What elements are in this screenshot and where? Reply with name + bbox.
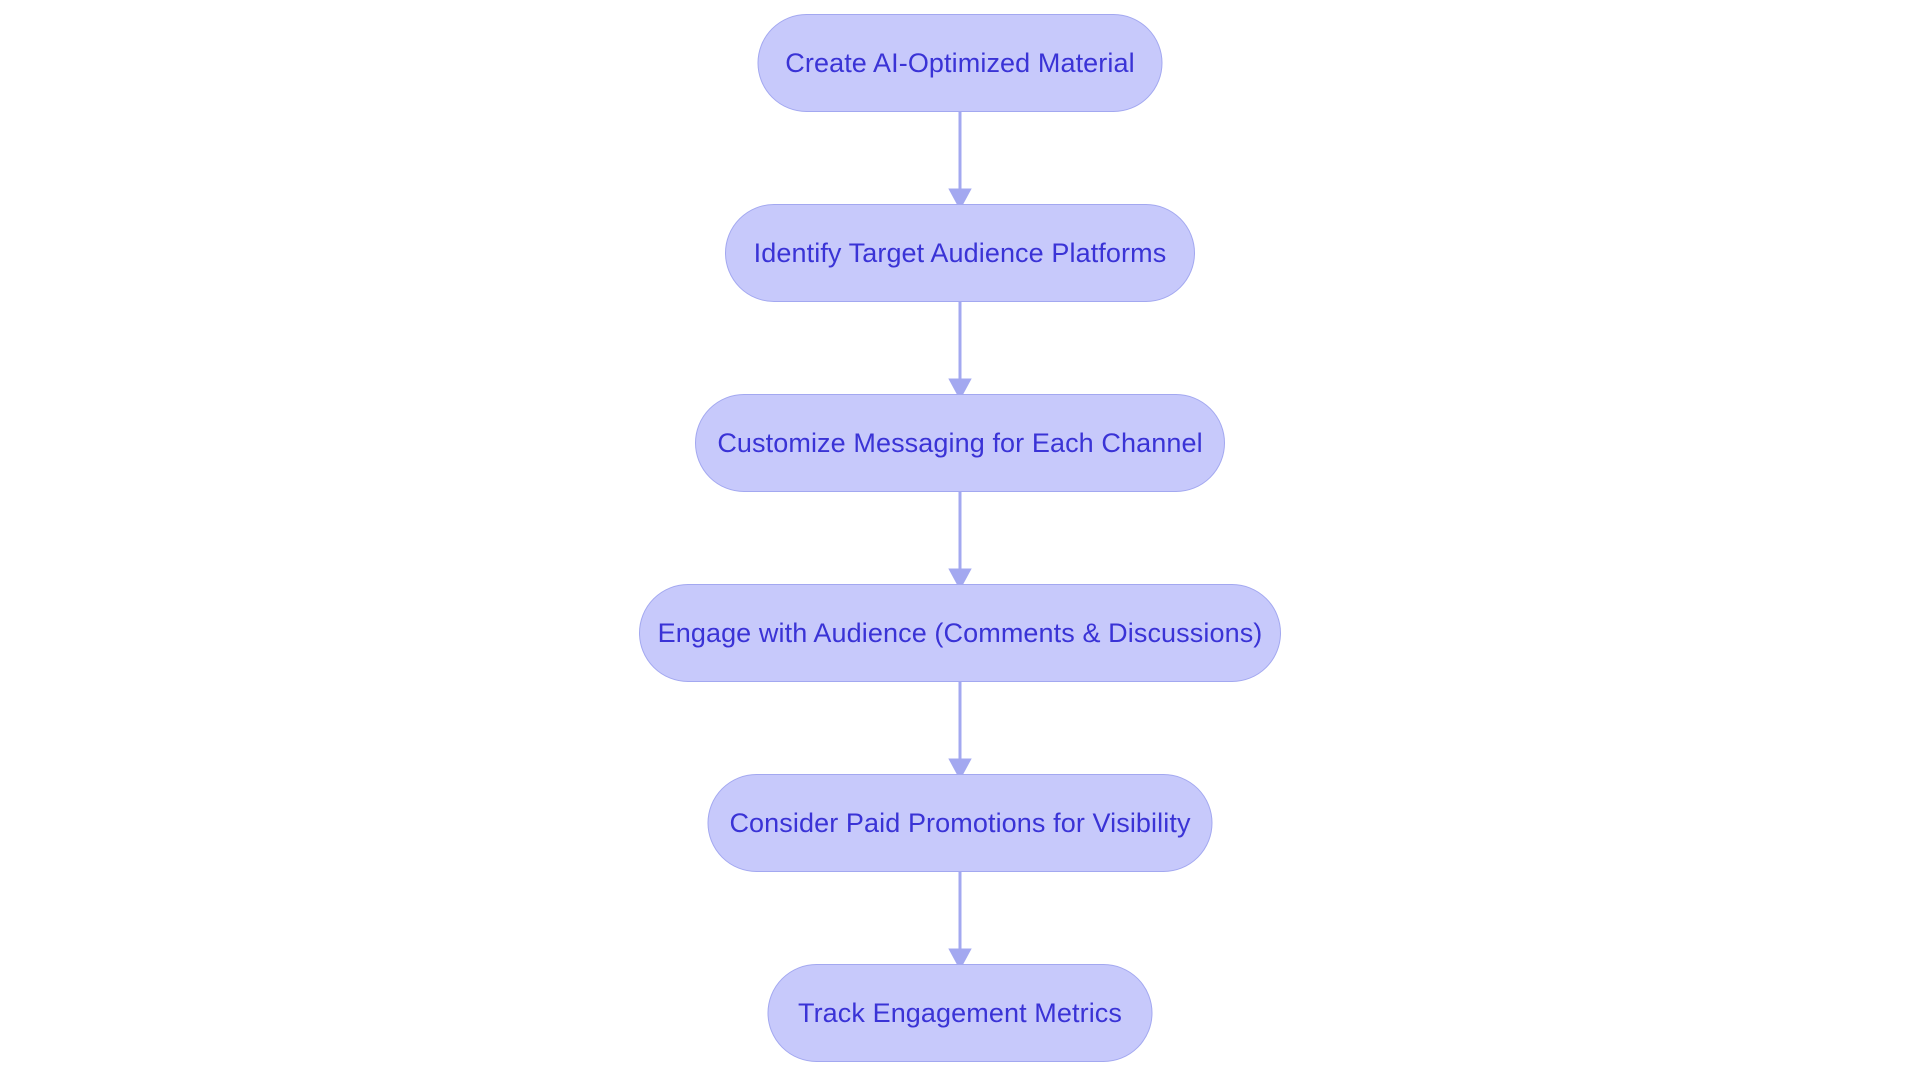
flow-node-identify-platforms[interactable]: Identify Target Audience Platforms: [725, 204, 1195, 302]
flow-node-label: Consider Paid Promotions for Visibility: [729, 807, 1191, 838]
flow-node-label: Track Engagement Metrics: [797, 997, 1122, 1028]
flow-node-label: Identify Target Audience Platforms: [753, 237, 1167, 268]
flow-node-label: Customize Messaging for Each Channel: [717, 427, 1203, 458]
flow-node-label: Create AI-Optimized Material: [785, 47, 1135, 78]
flow-node-track-metrics[interactable]: Track Engagement Metrics: [767, 964, 1153, 1062]
flow-node-paid-promotions[interactable]: Consider Paid Promotions for Visibility: [707, 774, 1213, 872]
flow-node-engage-audience[interactable]: Engage with Audience (Comments & Discuss…: [639, 584, 1281, 682]
flow-node-create-material[interactable]: Create AI-Optimized Material: [757, 14, 1163, 112]
flow-node-label: Engage with Audience (Comments & Discuss…: [657, 617, 1263, 648]
flow-node-customize-messaging[interactable]: Customize Messaging for Each Channel: [695, 394, 1225, 492]
